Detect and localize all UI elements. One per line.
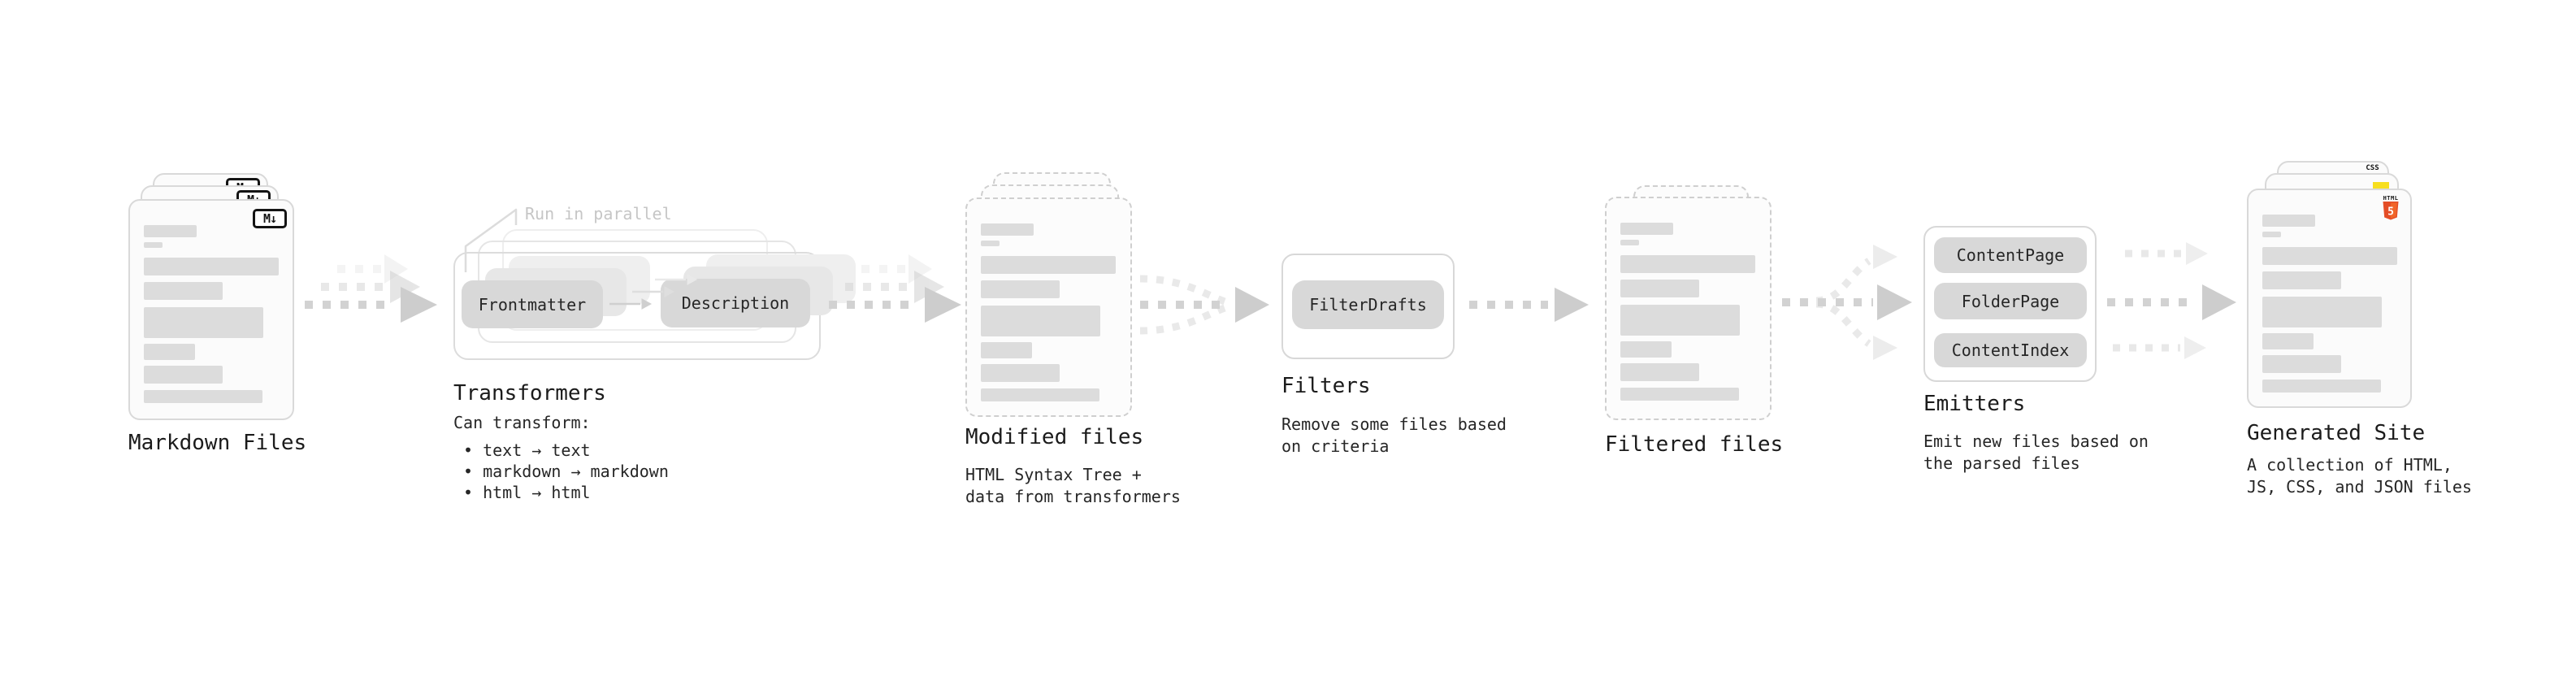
text-line-placeholder <box>2262 247 2397 265</box>
text-line-placeholder <box>2262 297 2382 327</box>
text-line-placeholder <box>2262 355 2341 373</box>
text-line-placeholder <box>2262 232 2281 237</box>
parallel-arrows-icon <box>609 274 698 310</box>
text-line-placeholder <box>2262 333 2314 349</box>
filters-caption: Remove some files based on criteria <box>1281 414 1507 456</box>
text-line-placeholder <box>981 241 1000 246</box>
stage-label-generated-site: Generated Site <box>2247 421 2426 445</box>
generated-file-card-html: HTML 5 <box>2247 189 2412 408</box>
document-text-skeleton <box>144 225 279 403</box>
text-line-placeholder <box>981 306 1100 336</box>
flow-arrow-icon <box>829 254 961 323</box>
document-text-skeleton <box>1620 223 1756 401</box>
emitters-caption: Emit new files based on the parsed files <box>1923 432 2149 473</box>
transformer-pill-description: Description <box>661 279 810 327</box>
converge-arrow-icon <box>1139 275 1269 335</box>
text-line-placeholder <box>144 282 223 300</box>
text-line-placeholder <box>981 388 1099 401</box>
generated-site-caption: A collection of HTML, JS, CSS, and JSON … <box>2247 455 2472 497</box>
stage-label-markdown-files: Markdown Files <box>128 431 307 455</box>
text-line-placeholder <box>1620 305 1740 336</box>
text-line-placeholder <box>144 242 163 248</box>
markdown-icon: M↓ <box>253 209 287 228</box>
text-line-placeholder <box>1620 240 1639 245</box>
text-line-placeholder <box>981 280 1060 298</box>
stage-label-filtered-files: Filtered files <box>1605 432 1784 457</box>
diverge-arrow-icon <box>1782 245 1912 360</box>
flow-arrows-icon <box>2107 242 2236 359</box>
stage-label-emitters: Emitters <box>1923 392 2026 416</box>
text-line-placeholder <box>1620 255 1755 273</box>
modified-files-caption: HTML Syntax Tree + data from transformer… <box>965 465 1181 506</box>
text-line-placeholder <box>2262 271 2341 289</box>
text-line-placeholder <box>1620 280 1699 297</box>
text-line-placeholder <box>144 344 195 360</box>
text-line-placeholder <box>981 364 1060 382</box>
javascript-icon <box>2373 182 2389 190</box>
flow-arrow-icon <box>305 254 437 323</box>
text-line-placeholder <box>2262 215 2315 227</box>
emitter-pill-folderpage: FolderPage <box>1934 283 2087 319</box>
emitter-pill-contentindex: ContentIndex <box>1934 333 2087 367</box>
text-line-placeholder <box>2262 380 2381 393</box>
text-line-placeholder <box>981 223 1034 236</box>
bullet-item: • html → html <box>463 483 591 502</box>
filter-pill-filterdrafts: FilterDrafts <box>1292 280 1444 329</box>
text-line-placeholder <box>144 307 263 338</box>
text-line-placeholder <box>981 256 1116 274</box>
document-text-skeleton <box>981 223 1117 401</box>
text-line-placeholder <box>1620 223 1673 235</box>
stage-label-transformers: Transformers <box>453 381 606 406</box>
emitter-pill-contentpage: ContentPage <box>1934 237 2087 273</box>
stage-label-modified-files: Modified files <box>965 425 1144 449</box>
transformers-bullet-list: • text → text • markdown → markdown • ht… <box>463 440 669 503</box>
text-line-placeholder <box>144 366 223 384</box>
bullet-item: • markdown → markdown <box>463 462 669 481</box>
stage-label-filters: Filters <box>1281 374 1371 398</box>
filtered-file-card-front <box>1605 197 1772 420</box>
run-in-parallel-annotation: Run in parallel <box>525 204 672 223</box>
bullet-item: • text → text <box>463 440 591 460</box>
text-line-placeholder <box>144 258 279 275</box>
leader-line <box>464 208 518 272</box>
html5-icon: HTML 5 <box>2382 195 2400 224</box>
transformer-pill-frontmatter: Frontmatter <box>462 280 603 328</box>
document-text-skeleton <box>2262 215 2397 393</box>
flow-arrow-icon <box>1469 288 1589 322</box>
text-line-placeholder <box>981 342 1032 358</box>
svg-text:5: 5 <box>2387 206 2394 219</box>
html5-shield-icon: 5 <box>2383 202 2399 220</box>
text-line-placeholder <box>144 225 197 237</box>
transformers-caption-title: Can transform: <box>453 413 591 432</box>
markdown-file-card-front: M↓ <box>128 199 294 420</box>
text-line-placeholder <box>144 390 262 403</box>
text-line-placeholder <box>1620 363 1699 381</box>
text-line-placeholder <box>1620 388 1739 401</box>
text-line-placeholder <box>1620 341 1672 358</box>
modified-file-card-front <box>965 197 1132 417</box>
